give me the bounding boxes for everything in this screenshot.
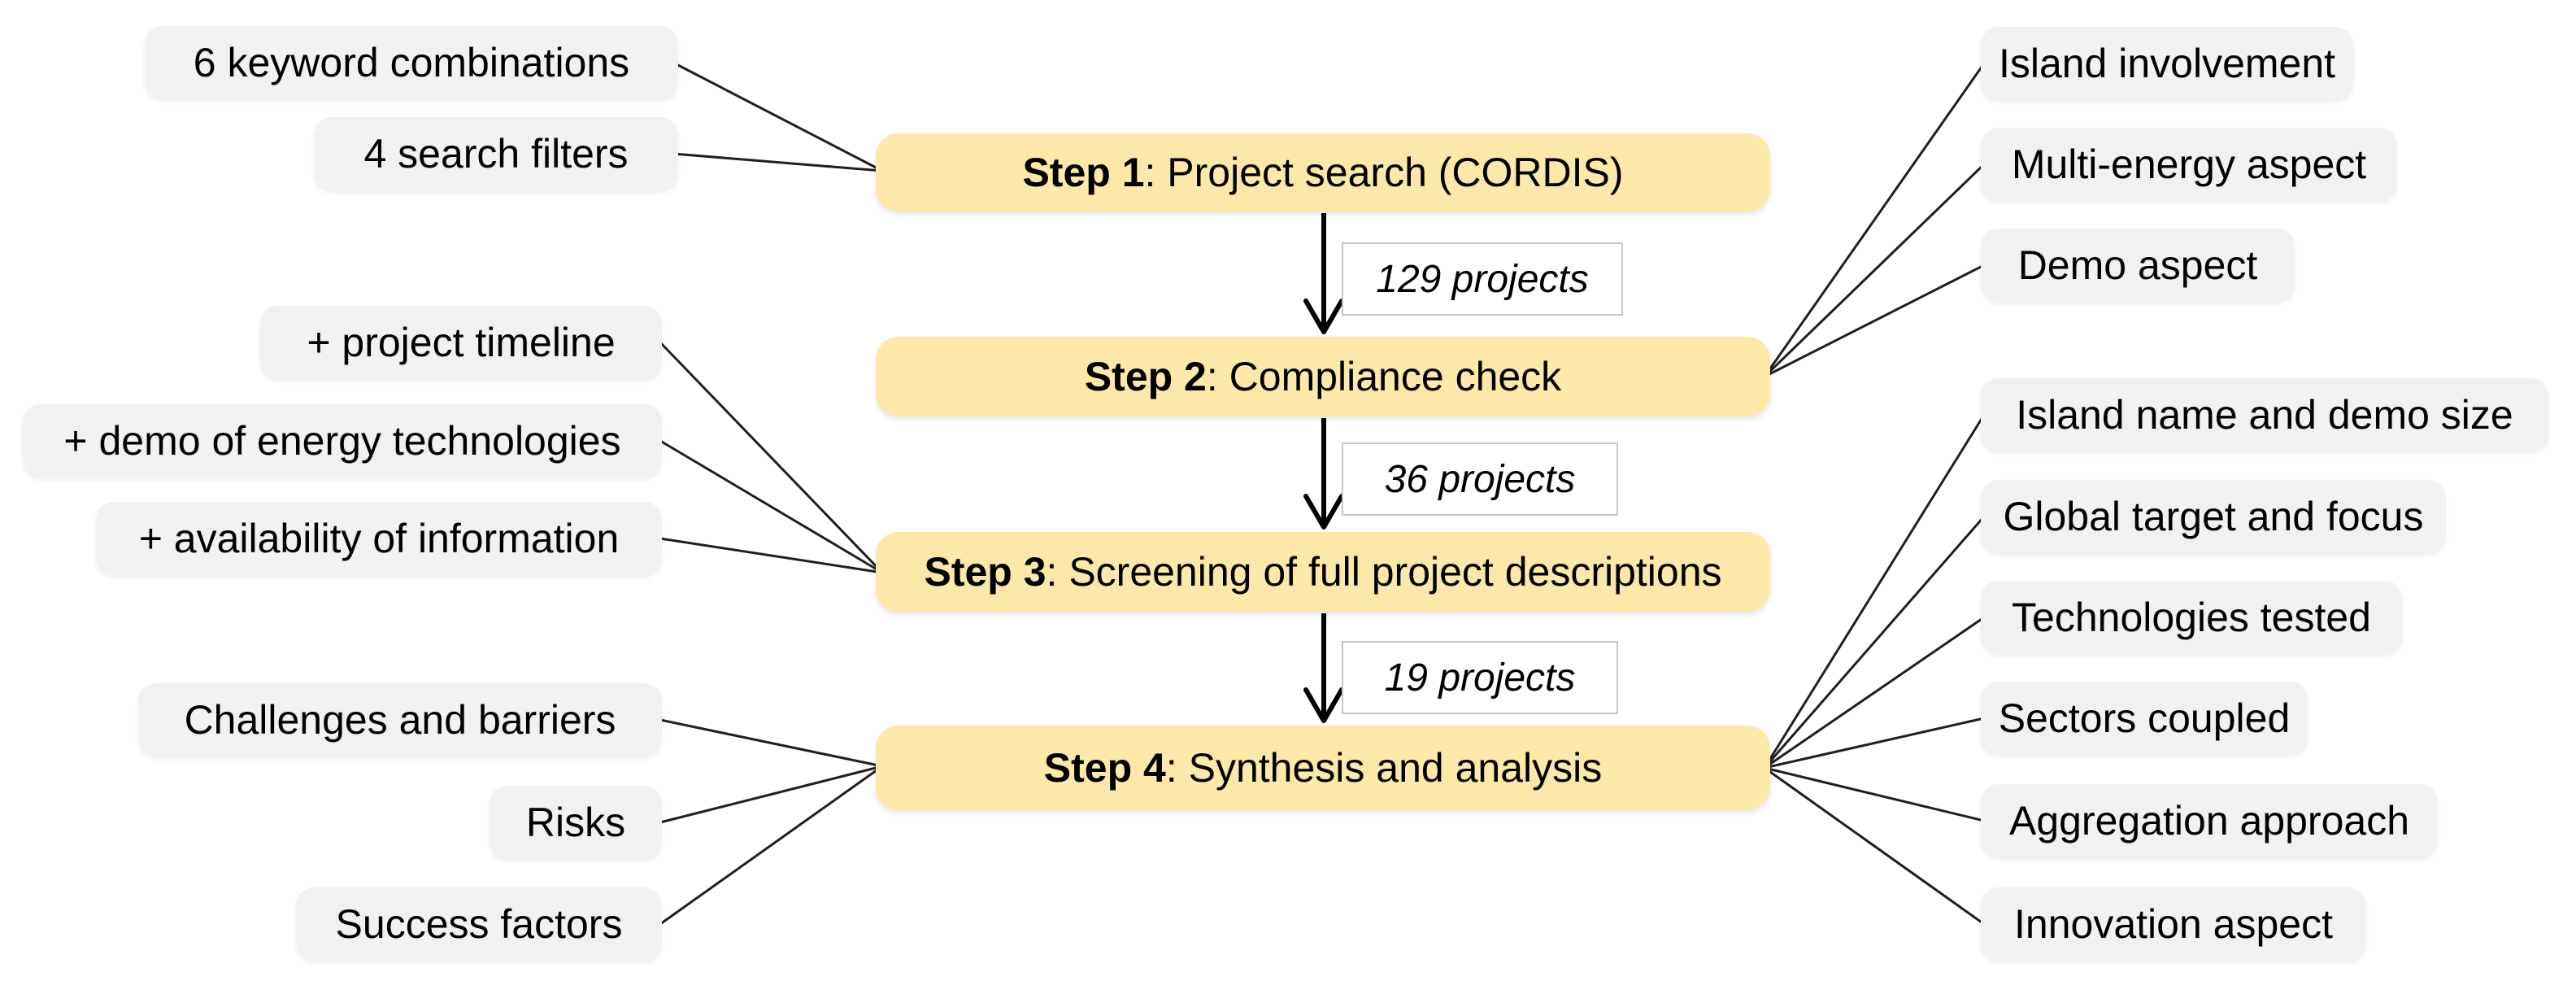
connector-line bbox=[1764, 766, 1985, 926]
label-global-target-and-focus: Global target and focus bbox=[1981, 480, 2446, 553]
label-text: Multi-energy aspect bbox=[2011, 142, 2367, 187]
label-island-name-and-demo-size: Island name and demo size bbox=[1981, 378, 2548, 451]
connector-line bbox=[1763, 516, 1986, 769]
label-text: Island involvement bbox=[1998, 41, 2336, 86]
step-3-label-text: : Screening of full project descriptions bbox=[1046, 549, 1722, 595]
step-4-box: Step 4: Synthesis and analysis bbox=[876, 726, 1770, 810]
label-success-factors: Success factors bbox=[296, 887, 662, 961]
step-3-label-bold: Step 3 bbox=[924, 549, 1046, 595]
count-box-36-projects: 36 projects bbox=[1342, 443, 1618, 516]
label-demo-aspect: Demo aspect bbox=[1981, 229, 2295, 302]
label-innovation-aspect: Innovation aspect bbox=[1981, 887, 2366, 961]
label-text: + availability of information bbox=[138, 516, 620, 561]
step-1-label-text: : Project search (CORDIS) bbox=[1144, 150, 1624, 195]
connector-line bbox=[659, 537, 883, 574]
count-text: 36 projects bbox=[1384, 457, 1576, 501]
label-multi-energy-aspect: Multi-energy aspect bbox=[1981, 128, 2397, 201]
label-search-filters: 4 search filters bbox=[314, 117, 678, 190]
connector-line bbox=[1764, 264, 1985, 378]
connector-line bbox=[1764, 717, 1985, 769]
flow-arrow-1 bbox=[1303, 213, 1344, 334]
label-text: Sectors coupled bbox=[1998, 695, 2291, 741]
label-text: Technologies tested bbox=[2012, 595, 2371, 640]
label-text: Global target and focus bbox=[2003, 494, 2424, 539]
label-availability-of-information: + availability of information bbox=[96, 502, 662, 575]
label-text: Aggregation approach bbox=[2008, 798, 2410, 844]
connector-line bbox=[1764, 766, 1985, 822]
label-demo-of-energy-technologies: + demo of energy technologies bbox=[23, 404, 662, 477]
label-text: 4 search filters bbox=[363, 131, 629, 177]
label-text: Risks bbox=[525, 800, 626, 845]
label-text: 6 keyword combinations bbox=[193, 40, 630, 85]
connector-line bbox=[672, 152, 883, 172]
step-2-label-bold: Step 2 bbox=[1084, 354, 1207, 399]
label-island-involvement: Island involvement bbox=[1981, 27, 2353, 100]
label-text: Demo aspect bbox=[2017, 242, 2258, 288]
label-text: Success factors bbox=[335, 901, 623, 947]
label-sectors-coupled: Sectors coupled bbox=[1981, 682, 2308, 755]
step-1-box: Step 1: Project search (CORDIS) bbox=[876, 133, 1770, 211]
step-4-label-text: : Synthesis and analysis bbox=[1165, 745, 1603, 791]
label-keyword-combinations: 6 keyword combinations bbox=[145, 26, 678, 99]
step-2-label-text: : Compliance check bbox=[1206, 354, 1562, 399]
label-text: Challenges and barriers bbox=[184, 697, 616, 743]
label-text: + project timeline bbox=[307, 320, 616, 365]
label-text: + demo of energy technologies bbox=[63, 418, 621, 464]
step-4-label-bold: Step 4 bbox=[1043, 745, 1166, 791]
label-text: Island name and demo size bbox=[2016, 392, 2513, 438]
flow-arrow-2 bbox=[1303, 418, 1344, 530]
connector-line bbox=[659, 718, 883, 768]
connector-line bbox=[672, 61, 883, 172]
count-box-19-projects: 19 projects bbox=[1342, 641, 1618, 714]
count-text: 129 projects bbox=[1376, 257, 1589, 301]
connector-line bbox=[659, 439, 883, 574]
step-2-box: Step 2: Compliance check bbox=[876, 337, 1770, 416]
connector-line bbox=[1763, 63, 1986, 377]
label-challenges-and-barriers: Challenges and barriers bbox=[138, 683, 662, 756]
connector-line bbox=[1763, 163, 1986, 378]
label-aggregation-approach: Aggregation approach bbox=[1981, 784, 2438, 857]
count-text: 19 projects bbox=[1384, 656, 1576, 700]
connector-line bbox=[659, 341, 884, 574]
step-1-label-bold: Step 1 bbox=[1022, 150, 1145, 195]
label-technologies-tested: Technologies tested bbox=[1981, 581, 2402, 654]
label-project-timeline: + project timeline bbox=[260, 306, 662, 379]
flow-arrow-3 bbox=[1303, 613, 1344, 723]
label-text: Innovation aspect bbox=[2014, 901, 2333, 947]
connector-line bbox=[1763, 414, 1986, 769]
connector-line bbox=[659, 765, 883, 926]
label-risks: Risks bbox=[490, 786, 662, 859]
connector-line bbox=[659, 765, 883, 824]
step-3-box: Step 3: Screening of full project descri… bbox=[876, 532, 1770, 612]
count-box-129-projects: 129 projects bbox=[1342, 242, 1623, 316]
connector-line bbox=[1764, 616, 1985, 769]
